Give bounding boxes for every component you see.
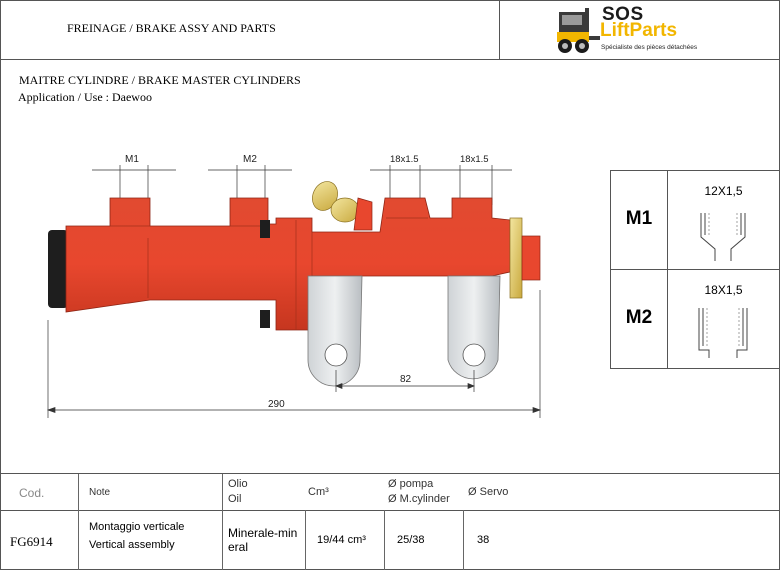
brake-master-cylinder-drawing: M1 M2 18x1.5 18x1.5 82 <box>46 154 542 418</box>
end-plate <box>509 217 523 299</box>
port-label-m1: M1 <box>125 154 139 165</box>
thread-label: M1 <box>625 208 653 229</box>
port-label-18x15-b: 18x1.5 <box>460 154 489 165</box>
logo-text-liftparts: LiftParts <box>600 20 678 41</box>
header-pompa-it: Ø pompa <box>388 478 434 490</box>
bolt <box>260 310 270 328</box>
thread-diagram-icon <box>698 308 748 358</box>
port-label-18x15-a: 18x1.5 <box>390 154 419 165</box>
volume-value: 19/44 cm³ <box>317 534 366 546</box>
bolt <box>260 220 270 238</box>
header-oil-en: Oil <box>228 493 242 505</box>
header-note: Note <box>89 487 111 498</box>
forklift-icon <box>557 8 600 53</box>
port-label-m2: M2 <box>243 154 257 165</box>
note-it: Montaggio verticale <box>89 521 185 533</box>
brand-logo: SOS LiftParts Spécialiste des pièces dét… <box>555 4 715 56</box>
mounting-lug-right <box>447 275 501 380</box>
header: FREINAGE / BRAKE ASSY AND PARTS SOS Lift… <box>0 0 780 60</box>
product-code: FG6914 <box>10 534 53 549</box>
logo-text-sos: SOS <box>602 4 644 25</box>
thread-row-m1: M1 12X1,5 <box>611 171 779 270</box>
header-oil-it: Olio <box>228 478 248 490</box>
oil-type-line1: Minerale-min <box>228 526 298 540</box>
note-en: Vertical assembly <box>89 539 175 551</box>
header-servo: Ø Servo <box>468 486 509 498</box>
spec-table: Cod. Note Olio Oil Cm³ Ø pompa Ø M.cylin… <box>0 473 780 570</box>
product-title: MAITRE CYLINDRE / BRAKE MASTER CYLINDERS <box>19 73 301 87</box>
header-cod: Cod. <box>19 486 45 500</box>
end-cap <box>48 230 68 308</box>
application-line: Application / Use : Daewoo <box>18 90 152 104</box>
thread-size: 12X1,5 <box>704 184 743 198</box>
oil-type-line2: eral <box>228 540 249 554</box>
servo-diameter: 38 <box>477 534 490 546</box>
thread-label: M2 <box>625 307 653 328</box>
dim-overall-length: 290 <box>268 399 285 410</box>
section-title: FREINAGE / BRAKE ASSY AND PARTS <box>67 21 276 35</box>
dim-mount-spacing: 82 <box>400 374 412 385</box>
header-cm3: Cm³ <box>308 486 329 498</box>
cylinder-body <box>65 197 511 331</box>
thread-spec-box: M1 12X1,5 M2 18X1,5 <box>610 170 780 369</box>
mounting-lug-left <box>307 275 363 387</box>
thread-size: 18X1,5 <box>704 283 743 297</box>
header-divider <box>499 0 500 60</box>
header-pompa-en: Ø M.cylinder <box>388 493 450 505</box>
thread-row-m2: M2 18X1,5 <box>611 270 779 369</box>
thread-diagram-icon <box>700 213 746 261</box>
port-dimensions <box>92 165 512 205</box>
inlet-fitting <box>312 181 373 231</box>
logo-tagline: Spécialiste des pièces détachées <box>601 44 698 51</box>
master-cylinder-diameter: 25/38 <box>397 534 425 546</box>
